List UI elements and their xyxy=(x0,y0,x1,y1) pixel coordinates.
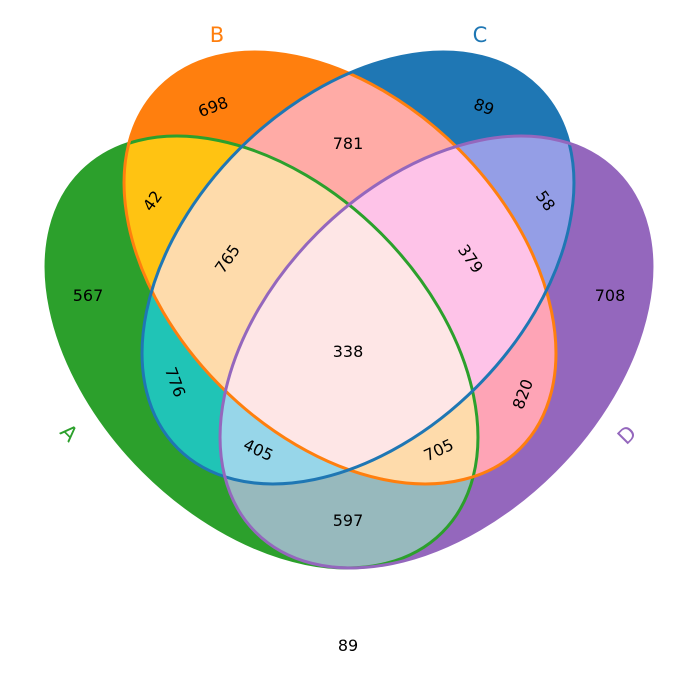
set-d-outline xyxy=(218,134,654,570)
set-label-b: B xyxy=(210,23,224,47)
set-a-outline xyxy=(44,134,480,570)
count-a-only: 567 xyxy=(73,286,104,305)
count-d-only: 708 xyxy=(595,286,626,305)
set-c-outline xyxy=(140,50,576,486)
count-ad: 597 xyxy=(333,511,364,530)
count-abcd: 338 xyxy=(333,342,364,361)
set-label-c: C xyxy=(473,23,488,47)
count-bc: 781 xyxy=(333,134,364,153)
count-outside: 89 xyxy=(338,636,358,655)
set-outlines xyxy=(44,50,654,570)
set-b-outline xyxy=(122,50,558,486)
set-label-d: D xyxy=(613,421,641,449)
set-label-a: A xyxy=(55,419,83,447)
